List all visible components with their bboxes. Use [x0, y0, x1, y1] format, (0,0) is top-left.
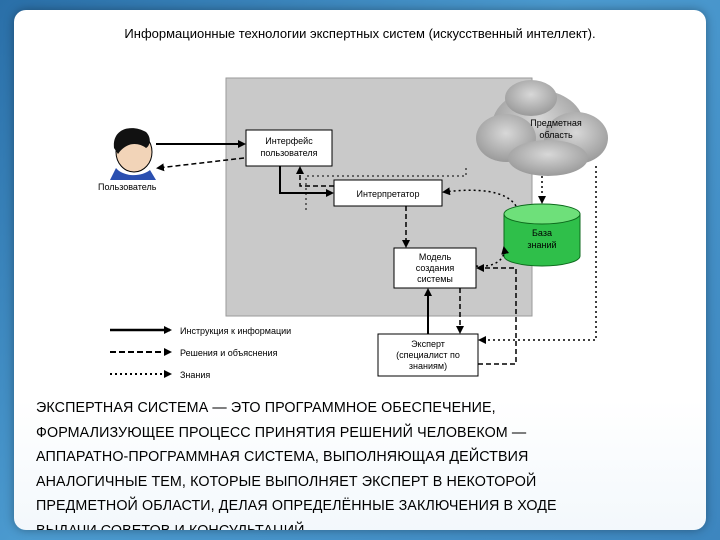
legend-label-3: Знания	[180, 370, 210, 380]
arrow-domain-expert	[478, 166, 597, 344]
slide: Информационные технологии экспертных сис…	[14, 10, 706, 530]
legend: Инструкция к информации Решения и объясн…	[110, 326, 291, 380]
legend-label-1: Инструкция к информации	[180, 326, 291, 336]
domain-label-2: область	[539, 130, 573, 140]
interpreter-label: Интерпретатор	[357, 189, 420, 199]
domain-cloud-icon	[476, 80, 608, 176]
model-label-1: Модель	[419, 252, 452, 262]
arrow-model-kb	[475, 246, 510, 267]
connections	[156, 140, 597, 365]
description-line: ЭКСПЕРТНАЯ СИСТЕМА — ЭТО ПРОГРАММНОЕ ОБЕ…	[36, 400, 496, 416]
interpreter-box	[333, 179, 443, 207]
arrow-interpreter-interface	[296, 166, 334, 187]
interface-label-2: пользователя	[261, 148, 318, 158]
expert-label-1: Эксперт	[411, 339, 445, 349]
legend-label-2: Решения и объяснения	[180, 348, 278, 358]
interface-label-1: Интерфейс	[265, 136, 313, 146]
knowledge-base-icon	[503, 203, 581, 267]
interface-box	[245, 129, 333, 167]
description-text: ЭКСПЕРТНАЯ СИСТЕМА — ЭТО ПРОГРАММНОЕ ОБЕ…	[36, 396, 686, 530]
description-line: ПРЕДМЕТНОЙ ОБЛАСТИ, ДЕЛАЯ ОПРЕДЕЛЁННЫЕ З…	[36, 498, 557, 514]
diagram-svg: Предметная область Пользователь Интерфей…	[98, 77, 608, 380]
expert-label-2: (специалист по	[396, 350, 460, 360]
expert-system-diagram: Предметная область Пользователь Интерфей…	[76, 68, 636, 393]
description-line: АППАРАТНО-ПРОГРАММНАЯ СИСТЕМА, ВЫПОЛНЯЮЩ…	[36, 449, 529, 465]
description-line: АНАЛОГИЧНЫЕ ТЕМ, КОТОРЫЕ ВЫПОЛНЯЕТ ЭКСПЕ…	[36, 473, 537, 490]
domain-label-1: Предметная	[530, 118, 582, 128]
line-domain-loop	[305, 168, 467, 210]
arrow-interface-user	[156, 157, 245, 172]
model-label-3: системы	[417, 274, 453, 284]
kb-label-1: База	[532, 228, 552, 238]
description-line: ФОРМАЛИЗУЮЩЕЕ ПРОЦЕСС ПРИНЯТИЯ РЕШЕНИЙ Ч…	[36, 424, 527, 441]
arrow-interface-interpreter	[279, 166, 334, 197]
slide-title: Информационные технологии экспертных сис…	[124, 25, 596, 41]
model-label-2: создания	[416, 263, 455, 273]
expert-box	[377, 333, 479, 377]
user-icon	[110, 128, 156, 180]
kb-label-2: знаний	[527, 240, 556, 250]
description-line: ВЫДАЧИ СОВЕТОВ И КОНСУЛЬТАЦИЙ.	[36, 519, 686, 531]
arrow-kb-interpreter	[442, 187, 517, 207]
arrow-expert-model-loop	[476, 264, 517, 365]
expert-label-3: знаниям)	[409, 361, 447, 371]
user-label: Пользователь	[98, 182, 157, 192]
